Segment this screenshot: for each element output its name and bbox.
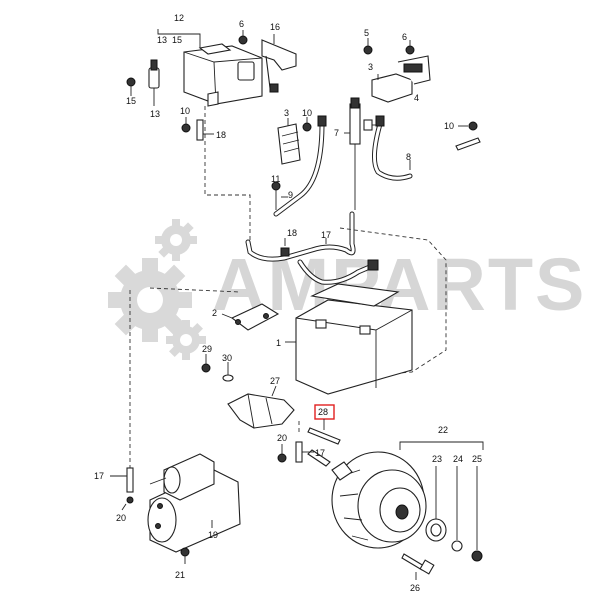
bolt-11 <box>271 181 281 210</box>
cable-7 <box>344 97 361 210</box>
gear-icon <box>166 320 206 360</box>
callout-6b: 6 <box>402 32 407 42</box>
bolt-21 <box>180 547 190 564</box>
cable-8 <box>372 115 413 181</box>
cable-9 <box>273 115 327 217</box>
terminal-18b <box>280 238 290 257</box>
callout-20: 20 <box>277 433 287 443</box>
bolt-6b <box>405 40 415 55</box>
group-bracket-22 <box>399 441 484 450</box>
callout-16: 16 <box>270 22 280 32</box>
callout-11: 11 <box>271 174 280 184</box>
callout-29: 29 <box>202 344 212 354</box>
callout-21: 21 <box>175 570 185 580</box>
bolt-6 <box>238 30 248 45</box>
callout-5: 5 <box>364 28 369 38</box>
leader-12 <box>157 29 201 48</box>
callout-15: 15 <box>172 35 182 45</box>
bolt-5 <box>363 38 373 55</box>
cover-27 <box>227 385 295 429</box>
bracket-16 <box>261 34 297 93</box>
callout-8: 8 <box>406 152 411 162</box>
callout-24: 24 <box>453 454 463 464</box>
nut-20b <box>121 496 134 511</box>
callout-3: 3 <box>368 62 373 72</box>
callout-25: 25 <box>472 454 482 464</box>
terminal-18 <box>196 119 214 141</box>
pulley-23 <box>425 518 447 542</box>
relay-block <box>371 55 431 103</box>
battery-icon <box>295 283 413 395</box>
bracket-2 <box>221 303 280 331</box>
callout-27: 27 <box>270 376 280 386</box>
gear-icon <box>155 219 197 261</box>
control-unit <box>183 43 263 107</box>
callout-2: 2 <box>212 308 217 318</box>
bolt-10 <box>181 117 191 133</box>
gear-icon <box>108 258 192 342</box>
callout-10c: 10 <box>444 121 454 131</box>
fuse-holder <box>148 59 160 106</box>
callout-28: 28 <box>318 407 328 417</box>
terminal-17b <box>295 420 314 463</box>
callout-9: 9 <box>288 190 293 200</box>
callout-18b: 18 <box>287 228 297 238</box>
callout-30: 30 <box>222 353 232 363</box>
callout-26: 26 <box>410 583 420 593</box>
bolt-10b <box>302 117 312 132</box>
cable-17 <box>245 211 379 285</box>
washer-24 <box>451 540 463 552</box>
callout-13b: 13 <box>150 109 160 119</box>
bolt-26 <box>401 553 435 580</box>
callout-3b: 3 <box>284 108 289 118</box>
nut-25 <box>471 550 483 562</box>
callout-17: 17 <box>321 230 331 240</box>
relay-3 <box>277 118 301 165</box>
callout-17c: 17 <box>94 471 104 481</box>
callout-19: 19 <box>208 530 218 540</box>
callout-17b: 17 <box>315 448 325 458</box>
dash-12 <box>204 106 251 240</box>
nut-15 <box>126 77 136 96</box>
bolt-28 <box>307 419 341 445</box>
nut-29 <box>201 354 211 373</box>
callout-13: 13 <box>157 35 167 45</box>
callout-10b: 10 <box>302 108 312 118</box>
callout-12: 12 <box>174 13 184 23</box>
washer-30 <box>222 362 234 382</box>
callout-15b: 15 <box>126 96 136 106</box>
callout-18: 18 <box>216 130 226 140</box>
callout-23: 23 <box>432 454 442 464</box>
terminal-17c <box>110 467 134 493</box>
callout-22: 22 <box>438 425 448 435</box>
bolt-10d <box>455 121 481 151</box>
callout-1: 1 <box>276 338 281 348</box>
callout-7: 7 <box>334 128 339 138</box>
alternator-icon <box>307 449 427 549</box>
dash-2 <box>149 287 241 293</box>
callout-10: 10 <box>180 106 190 116</box>
highlight-box <box>314 404 335 420</box>
nut-20 <box>277 444 287 463</box>
callout-6: 6 <box>239 19 244 29</box>
starter-motor-icon <box>147 453 241 553</box>
callout-20b: 20 <box>116 513 126 523</box>
callout-4: 4 <box>414 93 419 103</box>
